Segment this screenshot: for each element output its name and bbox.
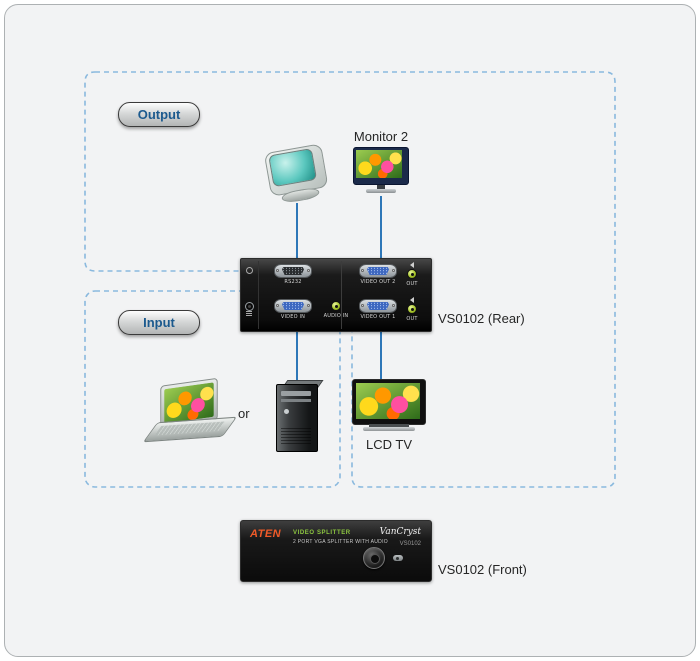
audio-in-jack: AUDIO IN xyxy=(321,301,351,319)
port-label: RS232 xyxy=(284,279,302,285)
desktop-tower-icon xyxy=(276,380,324,452)
input-section-badge: Input xyxy=(118,310,200,335)
product-subtitle: 2 PORT VGA SPLITTER WITH AUDIO xyxy=(293,539,388,545)
vs0102-rear-panel: RS232 VIDEO OUT 2 OUT VIDEO IN AUDIO IN xyxy=(240,258,432,332)
output-section-badge: Output xyxy=(118,102,200,127)
monitor2-neck xyxy=(377,185,385,189)
vga-connector-icon xyxy=(359,264,397,278)
panel-divider xyxy=(341,261,342,329)
audio-out2-jack: OUT xyxy=(402,262,422,287)
port-label: OUT xyxy=(406,281,418,287)
monitor2-icon xyxy=(353,147,409,195)
tower-front xyxy=(276,384,318,452)
monitor2-stand xyxy=(366,189,396,193)
brand-family: VanCryst xyxy=(379,527,421,537)
output-zone-border xyxy=(84,71,616,488)
audio-jack-icon xyxy=(407,304,417,314)
audio-jack-icon xyxy=(331,301,341,311)
audio-out1-jack: OUT xyxy=(402,297,422,322)
aten-logo: ATEN xyxy=(250,528,282,540)
or-caption: or xyxy=(238,406,250,421)
port-label: AUDIO IN xyxy=(323,313,349,319)
laptop-keyboard xyxy=(142,416,238,443)
laptop-icon xyxy=(142,377,238,444)
vga-connector-icon xyxy=(274,299,312,313)
model-number: VS0102 xyxy=(399,541,421,547)
laptop-keys xyxy=(154,421,226,436)
video-in-port: VIDEO IN xyxy=(271,299,315,320)
monitor1-icon xyxy=(261,141,332,209)
rs232-connector-icon xyxy=(274,264,312,278)
input-section-label: Input xyxy=(143,315,175,330)
output-section-label: Output xyxy=(137,107,181,122)
panel-edge-strip xyxy=(258,261,259,329)
lcd-tv-icon xyxy=(352,379,426,433)
ground-icon xyxy=(246,311,252,312)
lcd-tv-caption: LCD TV xyxy=(366,437,412,452)
port-label: VIDEO OUT 1 xyxy=(360,314,396,320)
monitor2-caption: Monitor 2 xyxy=(353,129,409,144)
port-label: OUT xyxy=(406,316,418,322)
drive-bay xyxy=(281,399,311,402)
video-out1-port: VIDEO OUT 1 xyxy=(356,299,400,320)
port-label: VIDEO OUT 2 xyxy=(360,279,396,285)
tower-power-button xyxy=(284,409,289,414)
dc-power-jack xyxy=(245,302,254,311)
vga-connector-icon xyxy=(359,299,397,313)
rear-caption: VS0102 (Rear) xyxy=(438,311,525,326)
monitor2-screen xyxy=(356,150,402,178)
vs0102-front-panel: ATEN VIDEO SPLITTER 2 PORT VGA SPLITTER … xyxy=(240,520,432,582)
tv-screen xyxy=(356,383,420,419)
speaker-icon xyxy=(410,262,414,268)
tv-base xyxy=(363,427,415,431)
tower-vents xyxy=(281,428,311,446)
speaker-icon xyxy=(410,297,414,303)
led-indicator xyxy=(393,555,403,561)
input-zone-border xyxy=(84,290,341,488)
select-button xyxy=(363,547,385,569)
product-name: VIDEO SPLITTER xyxy=(293,530,351,536)
power-icon xyxy=(246,267,253,274)
tv-stand xyxy=(369,424,409,427)
port-label: VIDEO IN xyxy=(280,314,306,320)
laptop-screen xyxy=(164,382,214,424)
drive-bay xyxy=(281,391,311,396)
front-caption: VS0102 (Front) xyxy=(438,562,527,577)
audio-jack-icon xyxy=(407,269,417,279)
video-out2-port: VIDEO OUT 2 xyxy=(356,264,400,285)
rs232-port: RS232 xyxy=(271,264,315,285)
